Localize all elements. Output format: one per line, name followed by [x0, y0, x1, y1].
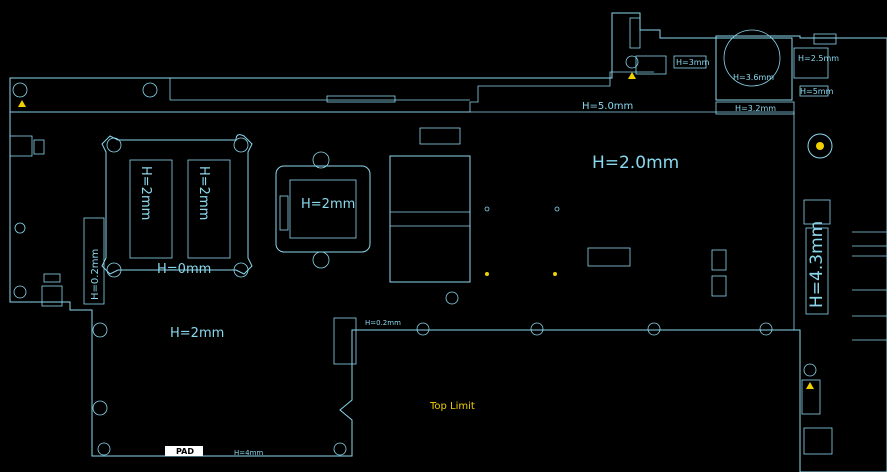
- right-bottom-connector: [801, 379, 821, 415]
- mounting-hole-icon: [13, 285, 27, 299]
- right-chip-b: [711, 275, 727, 297]
- test-point: [553, 272, 557, 276]
- cpu-die-right: [187, 159, 231, 259]
- test-point: [484, 206, 490, 212]
- warning-icon: [18, 100, 26, 107]
- dc-jack-inner: [816, 142, 824, 150]
- cpu-socket-outline: [101, 134, 253, 275]
- mounting-hole-icon: [233, 262, 249, 278]
- mounting-hole-icon: [106, 137, 122, 153]
- label-h-4-3mm: H=4.3mm: [807, 221, 827, 308]
- mounting-hole-icon: [14, 222, 26, 234]
- mounting-hole-icon: [803, 363, 817, 377]
- top-right-chip-b: [813, 33, 837, 45]
- label-h-2mm-left-a: H=2mm: [138, 166, 153, 220]
- label-h-5-0mm: H=5.0mm: [582, 101, 633, 112]
- mounting-hole-icon: [416, 322, 430, 336]
- mounting-hole-icon: [12, 82, 28, 98]
- right-port-outline: [852, 231, 887, 341]
- label-h-5mm: H=5mm: [800, 87, 834, 96]
- mounting-hole-icon: [312, 151, 330, 169]
- mounting-hole-icon: [647, 322, 661, 336]
- mounting-hole-icon: [97, 442, 111, 456]
- warning-icon: [806, 382, 814, 389]
- label-h-2-5mm: H=2.5mm: [798, 54, 839, 63]
- right-tall-component: [805, 227, 829, 315]
- right-connector: [803, 199, 831, 225]
- label-top-limit: Top Limit: [429, 401, 475, 412]
- coin-cell-icon: [715, 37, 793, 101]
- left-connector: [9, 135, 33, 157]
- label-h-2mm-center: H=2mm: [301, 197, 355, 212]
- label-pad: PAD: [176, 447, 194, 456]
- warning-icon: [628, 72, 636, 79]
- coin-cell-icon: [723, 29, 781, 87]
- left-small-component: [43, 273, 61, 283]
- mounting-hole-icon: [445, 291, 459, 305]
- mounting-hole-icon: [312, 251, 330, 269]
- label-h-4mm: H=4mm: [234, 449, 263, 457]
- dc-jack-icon: [807, 133, 833, 159]
- label-h-2mm-left-b: H=2mm: [196, 166, 211, 220]
- mounting-hole-icon: [92, 400, 108, 416]
- label-h-0mm: H=0mm: [157, 262, 211, 277]
- test-point: [485, 272, 489, 276]
- right-chip-a: [711, 249, 727, 271]
- left-bottom-connector: [41, 285, 63, 307]
- label-h-3mm: H=3mm: [676, 58, 710, 67]
- mounting-hole-icon: [759, 322, 773, 336]
- label-h-2mm-bottom: H=2mm: [170, 326, 224, 341]
- top-right-chip-c: [799, 85, 829, 97]
- top-vertical-component: [629, 17, 641, 49]
- mid-chip: [587, 247, 631, 267]
- mounting-hole-icon: [333, 442, 347, 456]
- mounting-hole-icon: [106, 262, 122, 278]
- top-right-chip: [793, 47, 829, 79]
- mounting-hole-icon: [233, 137, 249, 153]
- cpu-die-left: [129, 159, 173, 259]
- memory-block: [389, 155, 471, 283]
- test-point: [554, 206, 560, 212]
- label-h-0-2mm-left: H=0.2mm: [90, 249, 101, 300]
- top-connector: [326, 95, 396, 103]
- chipset-side-bar: [279, 195, 289, 231]
- label-h-2-0mm: H=2.0mm: [592, 153, 679, 173]
- memory-top-chip: [419, 127, 461, 145]
- right-bottom-square: [803, 427, 833, 455]
- label-h-3-2mm: H=3.2mm: [735, 104, 776, 113]
- mounting-hole-icon: [92, 322, 108, 338]
- mid-vertical-connector: [333, 317, 357, 365]
- chipset-inner: [289, 179, 357, 239]
- mounting-hole-icon: [142, 82, 158, 98]
- top-small-chip-b: [673, 55, 707, 69]
- mounting-hole-icon: [625, 55, 639, 69]
- top-strip-outline: [10, 71, 654, 113]
- coin-cell-base: [715, 101, 795, 115]
- label-h-3-6mm: H=3.6mm: [733, 73, 774, 82]
- left-small-connector: [33, 139, 45, 155]
- board-outline: [9, 12, 887, 472]
- mounting-hole-icon: [530, 322, 544, 336]
- left-bar-component: [83, 217, 105, 305]
- label-h-0-2mm-mid: H=0.2mm: [365, 319, 401, 327]
- top-small-chip: [635, 55, 667, 75]
- bottom-pad-box: [165, 446, 203, 456]
